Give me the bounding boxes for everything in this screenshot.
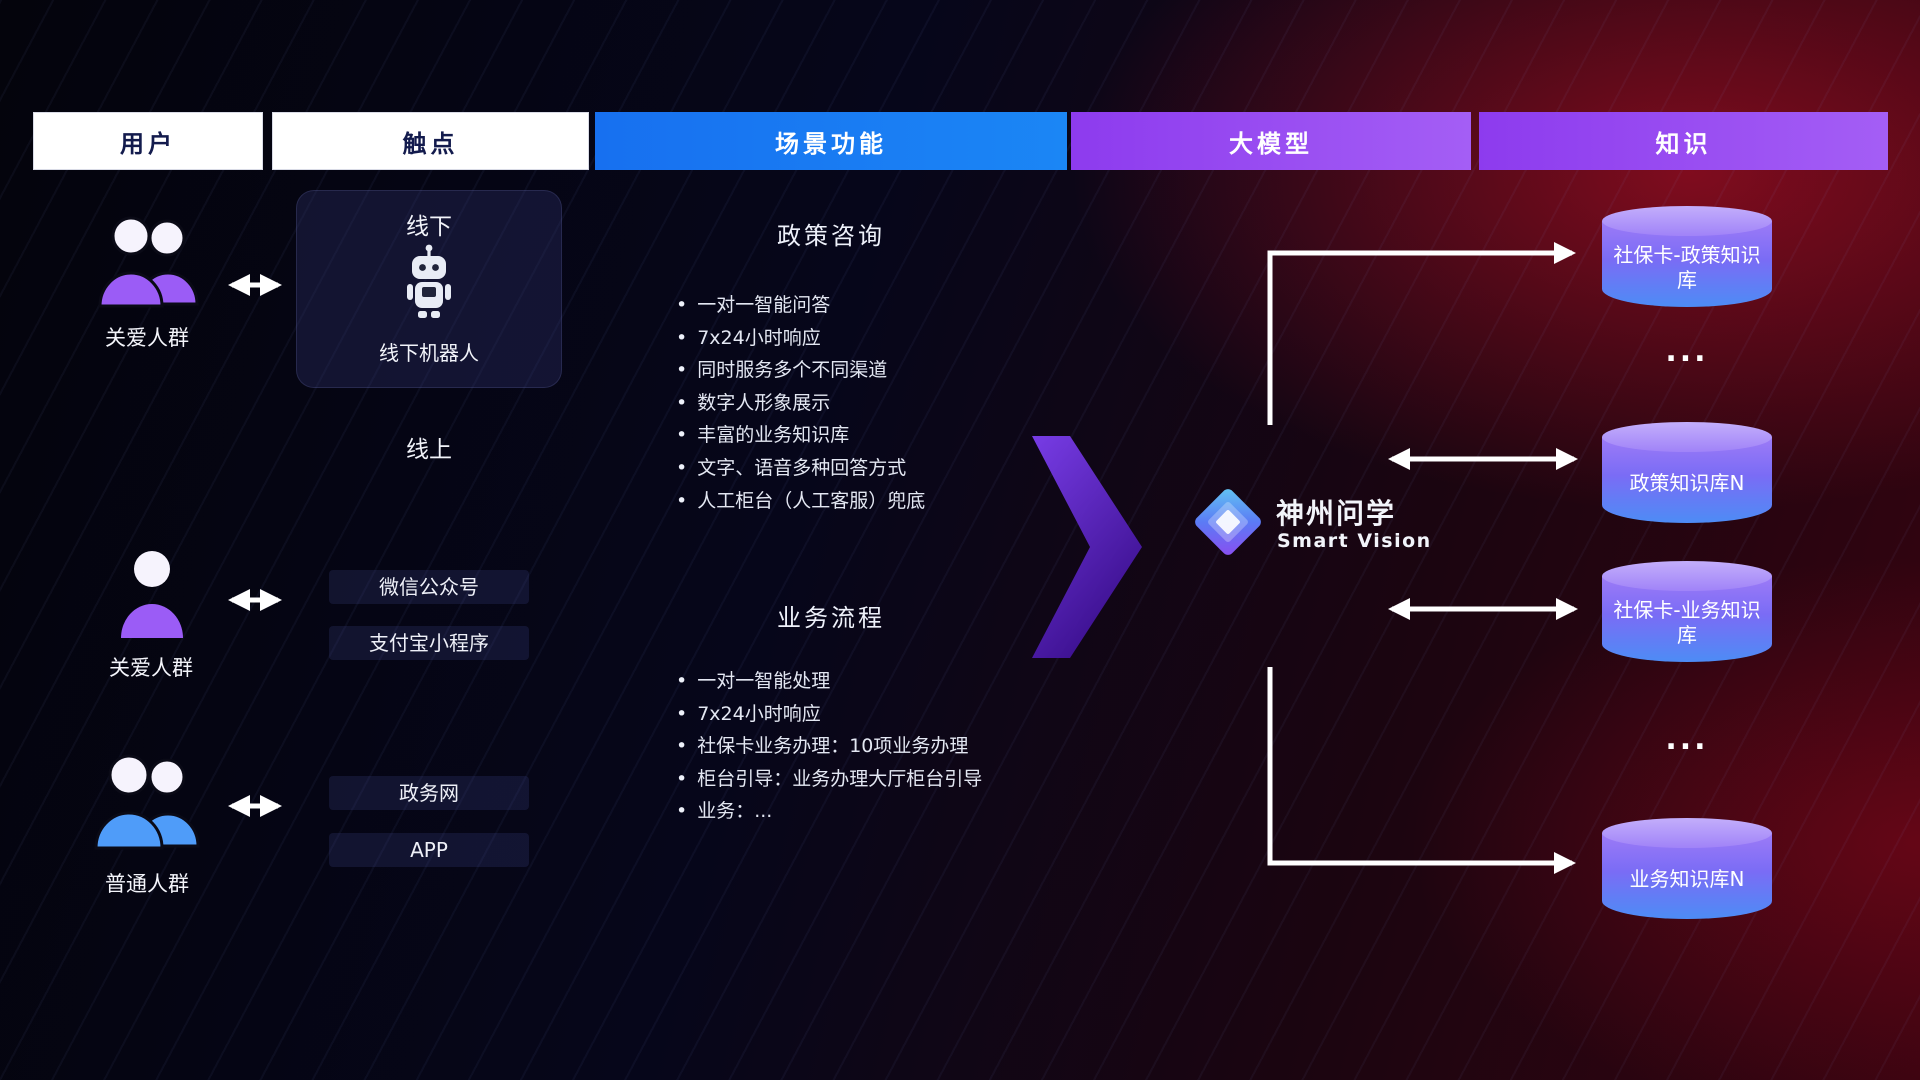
ellipsis-text: ...: [1665, 334, 1709, 369]
scenario-business-list: 一对一智能处理 7x24小时响应 社保卡业务办理：10项业务办理 柜台引导：业务…: [676, 665, 982, 828]
database-cylinder-icon: 社保卡-业务知识库: [1602, 561, 1772, 664]
column-header-model: 大模型: [1071, 112, 1471, 170]
list-item: 一对一智能问答: [676, 289, 925, 322]
elbow-arrow-icon: [1267, 242, 1576, 425]
cylinder-top: [1602, 206, 1772, 236]
list-item: 社保卡业务办理：10项业务办理: [676, 730, 982, 763]
user-group-label: 关爱人群: [105, 326, 189, 350]
database-cylinder-icon: 政策知识库N: [1602, 422, 1772, 525]
offline-title: 线下: [406, 214, 452, 240]
list-item: 同时服务多个不同渠道: [676, 354, 925, 387]
offline-robot-label: 线下机器人: [379, 341, 479, 365]
user-single-label: 关爱人群: [109, 656, 193, 680]
user-general-label: 普通人群: [105, 872, 189, 896]
database-cylinder-icon: 社保卡-政策知识库: [1602, 206, 1772, 309]
group-people-icon: [92, 752, 204, 856]
robot-icon: [399, 243, 459, 321]
list-item: 文字、语音多种回答方式: [676, 452, 925, 485]
list-item: 一对一智能处理: [676, 665, 982, 698]
cylinder-top: [1602, 422, 1772, 452]
list-item: 7x24小时响应: [676, 322, 925, 355]
cylinder-top: [1602, 818, 1772, 848]
knowledge-db-label: 政策知识库N: [1629, 471, 1745, 495]
touchpoint-wechat: 微信公众号: [329, 570, 529, 604]
online-title: 线上: [406, 437, 452, 463]
scenario-policy-title: 政策咨询: [777, 222, 885, 250]
knowledge-db-label: 社保卡-政策知识库: [1613, 242, 1761, 292]
touchpoint-govweb: 政务网: [329, 776, 529, 810]
ellipsis-text: ...: [1665, 722, 1709, 757]
person-icon: [120, 548, 184, 640]
column-header-touchpoints: 触点: [272, 112, 589, 170]
scenario-policy-list: 一对一智能问答 7x24小时响应 同时服务多个不同渠道 数字人形象展示 丰富的业…: [676, 289, 925, 517]
list-item: 人工柜台（人工客服）兜底: [676, 485, 925, 518]
knowledge-db-label: 业务知识库N: [1629, 867, 1745, 891]
group-people-icon: [95, 214, 203, 314]
list-item: 柜台引导：业务办理大厅柜台引导: [676, 763, 982, 796]
touchpoint-alipay: 支付宝小程序: [329, 626, 529, 660]
model-name: 神州问学: [1276, 497, 1397, 530]
scenario-business-title: 业务流程: [777, 604, 885, 632]
column-header-knowledge: 知识: [1479, 112, 1888, 170]
model-subtitle: Smart Vision: [1277, 530, 1432, 552]
list-item: 业务：...: [676, 795, 982, 828]
column-header-scenarios: 场景功能: [595, 112, 1067, 170]
cylinder-top: [1602, 561, 1772, 591]
elbow-arrow-icon: [1267, 667, 1576, 874]
diamond-logo-icon: [1186, 480, 1270, 564]
knowledge-db-label: 社保卡-业务知识库: [1613, 597, 1761, 647]
column-header-users: 用户: [33, 112, 263, 170]
touchpoint-app: APP: [329, 833, 529, 867]
list-item: 数字人形象展示: [676, 387, 925, 420]
flow-arrow-icon: [1032, 426, 1142, 668]
database-cylinder-icon: 业务知识库N: [1602, 818, 1772, 921]
offline-touchpoint-card: 线下 线下机器人: [296, 190, 562, 388]
list-item: 7x24小时响应: [676, 698, 982, 731]
list-item: 丰富的业务知识库: [676, 419, 925, 452]
